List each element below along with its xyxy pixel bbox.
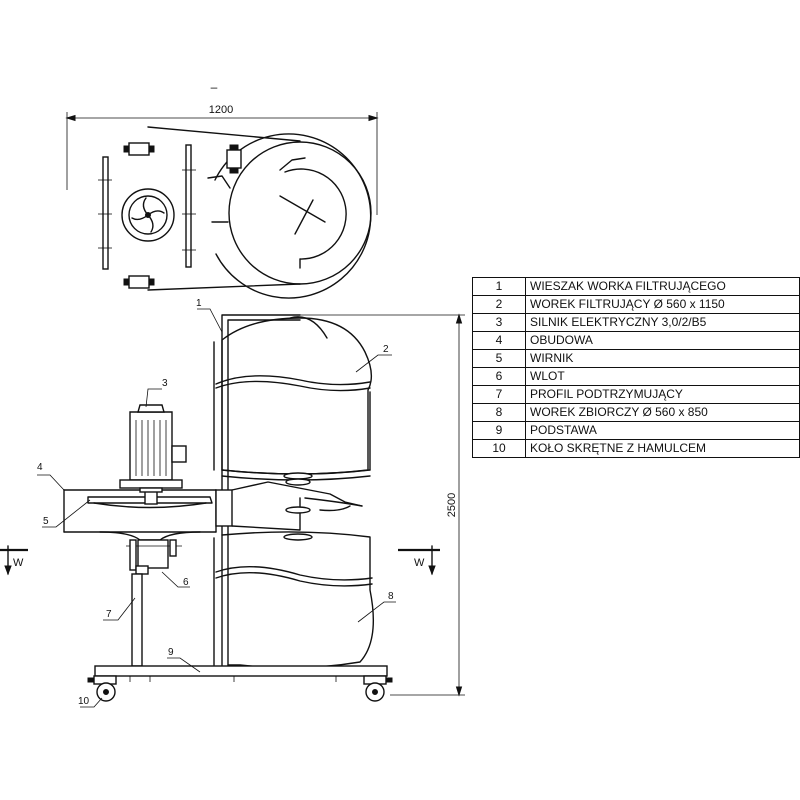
section-mark-left: W [13,557,24,569]
casters-side [87,675,393,702]
height-dimension: 2500 [300,313,465,697]
legend-description: SILNIK ELEKTRYCZNY 3,0/2/B5 [525,313,800,332]
legend-description: KOŁO SKRĘTNE Z HAMULCEM [525,439,800,458]
legend-number: 5 [472,349,526,368]
legend-number: 1 [472,277,526,296]
legend-description: WOREK FILTRUJĄCY Ø 560 x 1150 [525,295,800,314]
legend-number: 7 [472,385,526,404]
legend-description: OBUDOWA [525,331,800,350]
filter-bag [221,317,373,475]
collecting-bag [221,531,375,669]
callout-6: 6 [183,577,189,588]
top-view-mark: – [211,80,218,94]
callout-9: 9 [168,647,174,658]
width-dimension: 1200 [65,104,379,215]
legend-number: 6 [472,367,526,386]
legend-description: WIESZAK WORKA FILTRUJĄCEGO [525,277,800,296]
top-view: – 1200 [65,80,379,299]
callout-2: 2 [383,344,389,355]
bag-top-circle [228,141,372,285]
base [94,665,388,682]
height-dimension-label: 2500 [446,493,458,517]
legend-description: WOREK ZBIORCZY Ø 560 x 850 [525,403,800,422]
impeller-top [121,188,175,242]
callout-8: 8 [388,591,394,602]
support-rails-top [98,144,196,270]
callout-1: 1 [196,298,202,309]
legend-number: 3 [472,313,526,332]
casters-top [123,142,242,289]
callout-4: 4 [37,462,43,473]
legend-number: 8 [472,403,526,422]
legend-number: 4 [472,331,526,350]
callout-10: 10 [78,696,90,707]
inlet [99,531,201,575]
callout-labels: 1 2 3 4 5 6 7 8 9 10 [37,298,394,707]
impeller-side [87,489,213,509]
legend-number: 10 [472,439,526,458]
callout-3: 3 [162,378,168,389]
callout-7: 7 [106,609,112,620]
side-view: 2500 W W [0,298,465,708]
legend-description: PODSTAWA [525,421,800,440]
legend-description: WLOT [525,367,800,386]
legend-description: PROFIL PODTRZYMUJĄCY [525,385,800,404]
legend-number: 9 [472,421,526,440]
leader-lines [37,308,396,708]
legend-number: 2 [472,295,526,314]
callout-5: 5 [43,516,49,527]
section-marks: W W [0,545,440,576]
legend-description: WIRNIK [525,349,800,368]
width-dimension-label: 1200 [209,104,233,116]
support-profile [131,573,143,667]
motor [119,404,187,493]
section-mark-right: W [414,557,425,569]
